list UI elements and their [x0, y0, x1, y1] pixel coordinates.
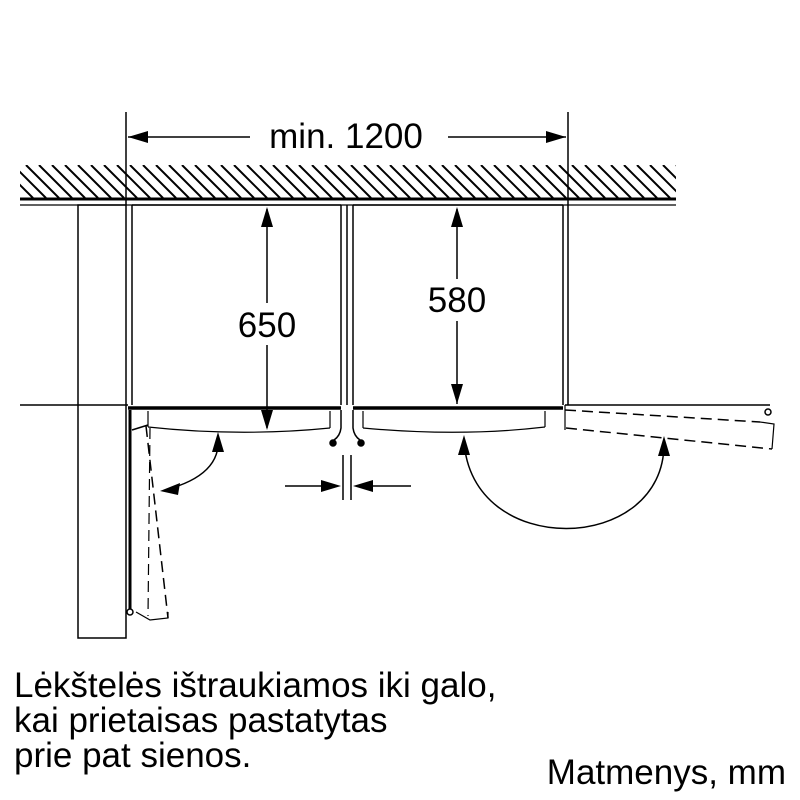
note-caption: Lėkštelės ištraukiamos iki galo, kai pri… — [14, 668, 496, 773]
side-wall — [77, 204, 127, 639]
wall-hatching — [20, 165, 676, 198]
right-door-open-dashed — [564, 405, 775, 450]
gap-arrow-right — [353, 480, 373, 492]
right-depth-arrow-bottom — [451, 384, 463, 404]
note-line-3: prie pat sienos. — [14, 736, 252, 775]
right-depth-label: 580 — [428, 281, 486, 320]
width-arrow-right — [546, 131, 566, 143]
right-door-swing-arrow-left — [458, 435, 470, 455]
note-line-2: kai prietaisas pastatytas — [14, 701, 388, 740]
right-door-closed — [353, 406, 563, 433]
left-door-closed — [128, 406, 341, 433]
right-door-swing-arrow-right — [658, 436, 670, 456]
left-door-swing-arc — [164, 436, 219, 491]
right-door-swing-arc — [463, 439, 665, 530]
gap-arrow-left — [321, 480, 341, 492]
left-door-open-dashed — [126, 410, 169, 621]
left-depth-arrow-top — [261, 207, 273, 227]
width-dimension-label: min. 1200 — [269, 117, 423, 156]
right-depth-arrow-top — [451, 207, 463, 227]
gap-indicator — [285, 410, 411, 500]
left-depth-arrow-bottom — [261, 410, 273, 430]
units-label: Matmenys, mm — [546, 753, 786, 792]
left-door-swing-arrow-top — [212, 432, 224, 452]
width-arrow-left — [128, 131, 148, 143]
note-line-1: Lėkštelės ištraukiamos iki galo, — [14, 666, 497, 705]
appliance-body — [131, 204, 569, 405]
left-depth-label: 650 — [238, 306, 296, 345]
left-door-swing-arrow-bottom — [160, 483, 180, 495]
